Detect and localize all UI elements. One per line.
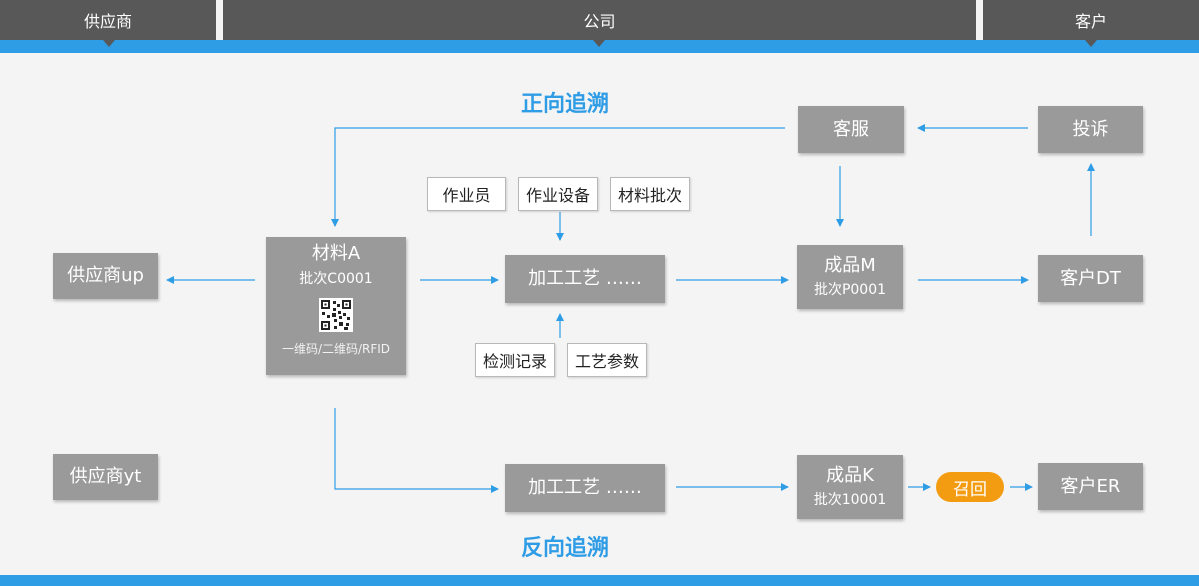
header-customer: 客户	[983, 0, 1199, 40]
customer-dt-node: 客户DT	[1038, 255, 1143, 302]
product-m-name: 成品M	[824, 255, 876, 276]
factor-inspection-record: 检测记录	[475, 343, 555, 377]
service-label: 客服	[833, 118, 869, 140]
product-k-name: 成品K	[826, 465, 874, 486]
complaint-node: 投诉	[1038, 106, 1143, 153]
supplier-yt-node: 供应商yt	[53, 454, 158, 500]
product-m-batch: 批次P0001	[813, 282, 887, 298]
header-customer-pointer	[1085, 40, 1097, 47]
arrow-service-to-material	[331, 127, 785, 227]
material-code-note: 一维码/二维码/RFID	[281, 342, 391, 356]
header-company-pointer	[593, 40, 605, 47]
process-top-node: 加工工艺 ……	[505, 255, 665, 303]
service-node: 客服	[798, 106, 904, 153]
material-node: 材料A 批次C0001 一维码/二维码/RFID	[266, 237, 406, 375]
product-m-node: 成品M 批次P0001	[797, 245, 903, 309]
header-supplier-pointer	[103, 40, 115, 47]
process-bottom-node: 加工工艺 ……	[505, 464, 665, 512]
supplier-yt-label: 供应商yt	[69, 466, 142, 487]
customer-er-node: 客户ER	[1038, 463, 1143, 510]
recall-label: 召回	[953, 479, 987, 500]
factor-process-params: 工艺参数	[567, 343, 647, 377]
header-company-label: 公司	[583, 12, 616, 31]
customer-er-label: 客户ER	[1060, 475, 1121, 497]
qr-code-icon	[319, 298, 353, 332]
recall-badge: 召回	[936, 472, 1004, 502]
product-k-node: 成品K 批次10001	[797, 455, 903, 519]
footer-blue-bar	[0, 575, 1199, 586]
header-customer-label: 客户	[1074, 12, 1107, 31]
complaint-label: 投诉	[1072, 118, 1109, 140]
forward-trace-label: 正向追溯	[521, 92, 610, 117]
backward-trace-label: 反向追溯	[521, 536, 610, 561]
factor-operator: 作业员	[427, 177, 506, 211]
process-bottom-label: 加工工艺 ……	[528, 477, 642, 498]
arrow-material-to-process-bottom	[334, 408, 499, 493]
product-k-batch: 批次10001	[813, 492, 887, 508]
header-company: 公司	[223, 0, 976, 40]
factor-material-batch: 材料批次	[610, 177, 690, 211]
supplier-up-node: 供应商up	[53, 253, 158, 299]
factor-equipment: 作业设备	[518, 177, 598, 211]
header-supplier: 供应商	[0, 0, 216, 40]
customer-dt-label: 客户DT	[1060, 267, 1121, 289]
material-batch: 批次C0001	[299, 271, 373, 287]
material-name: 材料A	[311, 243, 361, 264]
process-top-label: 加工工艺 ……	[528, 268, 642, 289]
header-supplier-label: 供应商	[83, 12, 132, 31]
supplier-up-label: 供应商up	[67, 265, 144, 286]
